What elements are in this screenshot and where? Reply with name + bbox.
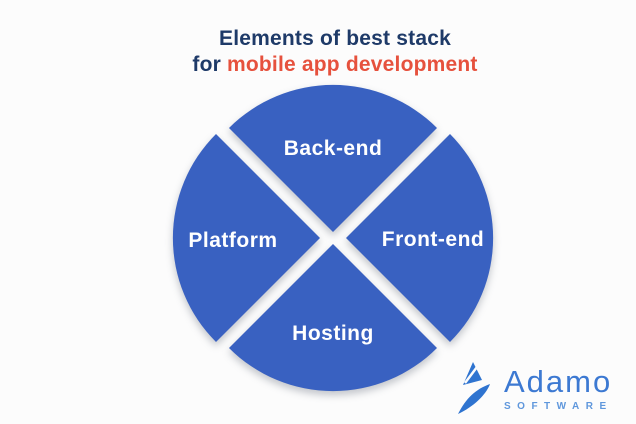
logo-brand: Adamo — [504, 364, 613, 399]
slice-back-end-shape — [229, 84, 437, 232]
title-line1: Elements of best stack — [219, 27, 451, 50]
slice-back-end-label: Back-end — [284, 137, 383, 160]
title-line2-prefix: for — [192, 53, 221, 76]
slice-hosting-shape — [229, 244, 437, 392]
slice-platform: Platform — [172, 134, 320, 342]
adamo-sail-icon — [458, 362, 490, 414]
slice-platform-label: Platform — [188, 229, 277, 252]
logo-subtitle: SOFTWARE — [504, 401, 613, 412]
slice-hosting-label: Hosting — [292, 322, 374, 345]
slice-platform-shape — [172, 134, 320, 342]
sail-fold-line — [464, 366, 478, 384]
slice-front-end-shape — [346, 134, 494, 342]
slice-back-end: Back-end — [229, 84, 437, 232]
sail-swoosh-shape — [458, 384, 490, 414]
title-line2-highlight: mobile app development — [226, 53, 478, 76]
slice-front-end: Front-end — [346, 134, 494, 342]
slice-front-end-label: Front-end — [382, 228, 484, 251]
logo-text: Adamo SOFTWARE — [504, 364, 613, 412]
adamo-logo: Adamo SOFTWARE — [458, 362, 613, 414]
slice-hosting: Hosting — [229, 244, 437, 392]
